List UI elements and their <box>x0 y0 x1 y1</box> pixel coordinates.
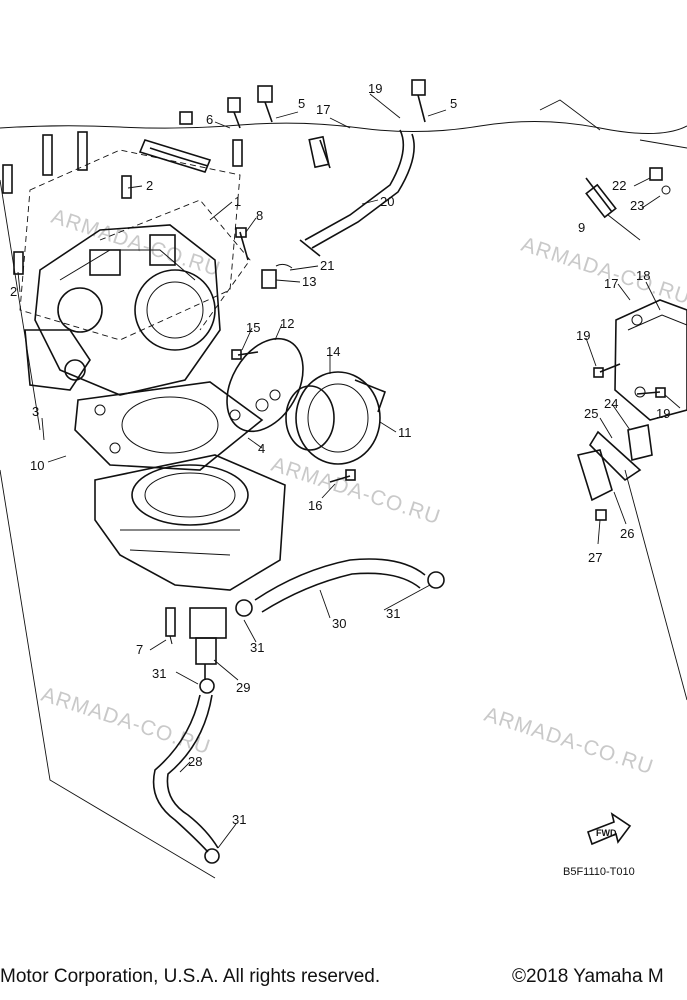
callout-label: 1 <box>234 194 241 209</box>
watermark: ARMADA-CO.RU <box>518 233 687 309</box>
copyright-left: Motor Corporation, U.S.A. All rights res… <box>0 966 381 987</box>
callout-label: 23 <box>630 198 644 213</box>
copyright-right: ©2018 Yamaha M <box>512 966 664 987</box>
callout-label: 18 <box>636 268 650 283</box>
callout-label: 9 <box>578 220 585 235</box>
air-cut-valve <box>189 607 227 694</box>
callout-label: 12 <box>280 316 294 331</box>
callout-label: 31 <box>386 606 400 621</box>
boundary-line <box>0 469 216 879</box>
callout-label: 6 <box>206 112 213 127</box>
callout-label: 29 <box>236 680 250 695</box>
callout-label: 16 <box>308 498 322 513</box>
bracket <box>576 424 653 502</box>
callout-label: 2 <box>146 178 153 193</box>
air-pipe <box>235 558 445 617</box>
callout-label: 27 <box>588 550 602 565</box>
side-cover <box>614 299 687 421</box>
cylinder-head <box>24 224 221 396</box>
intake-plate <box>226 337 304 433</box>
callout-label: 13 <box>302 274 316 289</box>
callout-label: 5 <box>450 96 457 111</box>
callout-label: 22 <box>612 178 626 193</box>
callout-label: 2 <box>10 284 17 299</box>
callout-label: 26 <box>620 526 634 541</box>
callout-label: 3 <box>32 404 39 419</box>
watermark: ARMADA-CO.RU <box>481 703 656 779</box>
boundary-line <box>539 99 601 131</box>
diagram-code: B5F1110-T010 <box>563 866 635 878</box>
callout-label: 19 <box>656 406 670 421</box>
air-hose <box>152 694 220 864</box>
boundary-line <box>639 139 687 149</box>
callout-label: 24 <box>604 396 618 411</box>
intake-housing <box>285 371 387 465</box>
callout-label: 31 <box>152 666 166 681</box>
watermark: ARMADA-CO.RU <box>48 205 223 281</box>
svg-text:FWD: FWD <box>596 828 617 838</box>
bolts <box>231 227 356 483</box>
callout-label: 10 <box>30 458 44 473</box>
boundary-line <box>0 179 41 431</box>
callout-label: 20 <box>380 194 394 209</box>
callout-label: 30 <box>332 616 346 631</box>
fwd-arrow-icon: FWD <box>586 812 632 846</box>
sensor <box>261 263 293 289</box>
callout-label: 4 <box>258 441 265 456</box>
callout-label: 17 <box>316 102 330 117</box>
watermark: ARMADA-CO.RU <box>268 453 443 529</box>
leader-lines <box>17 93 681 849</box>
callout-label: 7 <box>136 642 143 657</box>
studs <box>2 131 243 194</box>
valve-cover-outline <box>99 199 251 331</box>
breather-hose <box>299 129 415 257</box>
boundary-line <box>624 469 687 701</box>
cylinder-block <box>94 454 286 591</box>
watermark: ARMADA-CO.RU <box>38 683 213 759</box>
top-bolts <box>13 79 426 275</box>
callout-label: 19 <box>368 81 382 96</box>
callout-label: 5 <box>298 96 305 111</box>
callout-label: 21 <box>320 258 334 273</box>
head-gasket <box>74 381 264 471</box>
callout-label: 15 <box>246 320 260 335</box>
callout-label: 19 <box>576 328 590 343</box>
spark-plug <box>585 177 641 241</box>
right-bolts <box>593 167 671 521</box>
bolt-7 <box>165 607 176 645</box>
torn-edge <box>0 120 687 134</box>
callout-label: 31 <box>232 812 246 827</box>
callout-label: 8 <box>256 208 263 223</box>
callout-label: 14 <box>326 344 340 359</box>
valve-cover-outline <box>19 149 241 341</box>
callout-label: 31 <box>250 640 264 655</box>
callout-label: 25 <box>584 406 598 421</box>
callout-label: 11 <box>398 425 412 440</box>
callout-label: 28 <box>188 754 202 769</box>
callout-label: 17 <box>604 276 618 291</box>
cover-plate <box>138 139 212 173</box>
